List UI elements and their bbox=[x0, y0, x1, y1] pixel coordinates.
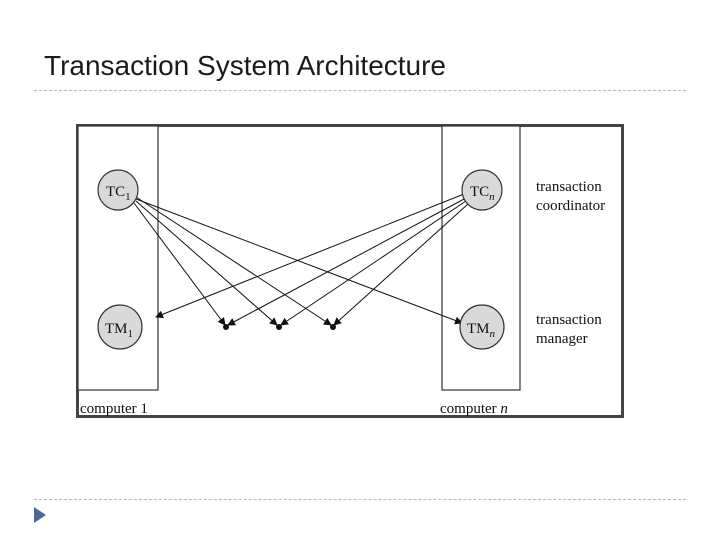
tmn-label: TM bbox=[467, 321, 490, 337]
footer-divider bbox=[34, 499, 686, 500]
tm1-node: TM1 bbox=[97, 304, 143, 350]
arrow-tc1-tmn bbox=[135, 198, 463, 325]
tcn-subscript: n bbox=[489, 191, 495, 203]
tmn-subscript: n bbox=[490, 328, 496, 340]
manager-node-1 bbox=[223, 324, 229, 330]
tc1-label: TC bbox=[106, 184, 125, 200]
tm1-subscript: 1 bbox=[128, 328, 134, 340]
computer-1-label: computer 1 bbox=[80, 401, 148, 417]
tc1-subscript: 1 bbox=[125, 191, 131, 203]
tcn-label: TC bbox=[470, 184, 489, 200]
architecture-diagram: TC1 TCn TM1 TMn transaction coordinator … bbox=[76, 124, 624, 418]
manager-node-2 bbox=[276, 324, 282, 330]
coordinator-label: transaction coordinator bbox=[536, 179, 606, 214]
svg-text:TM1: TM1 bbox=[105, 321, 133, 340]
outer-frame bbox=[76, 124, 624, 418]
arrow-tcn-node3 bbox=[333, 203, 469, 326]
arrow-tcn-node2 bbox=[280, 200, 467, 326]
arrow-tcn-tm1 bbox=[155, 193, 465, 319]
slide-title: Transaction System Architecture bbox=[44, 50, 447, 81]
tcn-node: TCn bbox=[461, 169, 503, 211]
title-divider bbox=[34, 90, 686, 91]
manager-label: transaction manager bbox=[536, 312, 606, 347]
manager-node-3 bbox=[330, 324, 336, 330]
tmn-node: TMn bbox=[459, 304, 505, 350]
bullet-arrow-icon bbox=[34, 507, 46, 523]
computer-1-box bbox=[77, 125, 159, 391]
svg-text:TCn: TCn bbox=[470, 184, 495, 203]
arrow-tc1-node1 bbox=[133, 202, 226, 326]
arrow-tc1-node2 bbox=[135, 200, 278, 326]
computer-n-label: computer n bbox=[440, 401, 508, 417]
tm1-label: TM bbox=[105, 321, 128, 337]
svg-text:TC1: TC1 bbox=[106, 184, 131, 203]
tc1-node: TC1 bbox=[97, 169, 139, 211]
arrow-tc1-node3 bbox=[135, 196, 332, 326]
arrow-tcn-node1 bbox=[227, 197, 467, 326]
computer-n-box bbox=[441, 125, 521, 391]
svg-text:TMn: TMn bbox=[467, 321, 496, 340]
